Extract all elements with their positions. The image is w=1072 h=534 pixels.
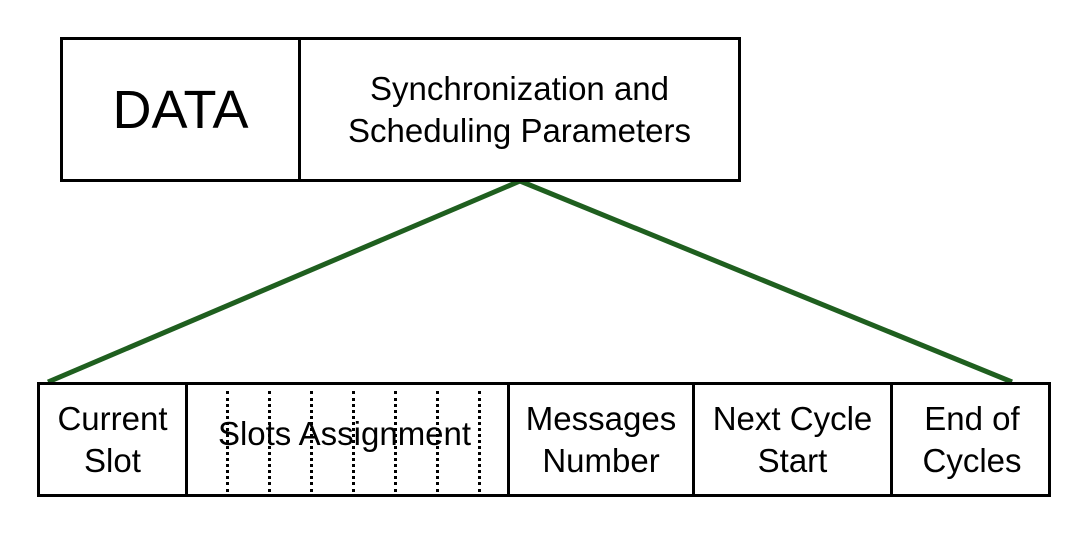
next-cycle-start-field: Next Cycle Start xyxy=(695,385,893,494)
connector-right-line xyxy=(519,178,1013,385)
messages-number-label-line2: Number xyxy=(542,441,660,479)
current-slot-label-line1: Current xyxy=(57,399,168,437)
sync-params-label-line2: Scheduling Parameters xyxy=(347,111,692,149)
next-cycle-start-label-line1: Next Cycle xyxy=(712,399,873,437)
next-cycle-start-label-line2: Start xyxy=(757,441,828,479)
slot-divider xyxy=(310,391,313,492)
messages-number-field: Messages Number xyxy=(510,385,695,494)
current-slot-field: Current Slot xyxy=(40,385,188,494)
sync-params-field-box: Synchronization and Scheduling Parameter… xyxy=(298,37,741,182)
slot-divider xyxy=(352,391,355,492)
end-of-cycles-label-line1: End of xyxy=(924,399,1020,437)
messages-number-label: Messages Number xyxy=(526,398,676,482)
end-of-cycles-label-line2: Cycles xyxy=(922,441,1022,479)
next-cycle-start-label: Next Cycle Start xyxy=(713,398,873,482)
current-slot-label: Current Slot xyxy=(57,398,167,482)
slot-divider xyxy=(268,391,271,492)
end-of-cycles-field: End of Cycles xyxy=(893,385,1051,494)
end-of-cycles-label: End of Cycles xyxy=(922,398,1021,482)
slot-divider xyxy=(436,391,439,492)
slot-divider xyxy=(226,391,229,492)
slots-assignment-label: Slots Assignment xyxy=(217,414,472,452)
slot-divider xyxy=(478,391,481,492)
parameters-breakdown-row: Current Slot Slots Assignment Messages N… xyxy=(37,382,1051,497)
sync-params-label-line1: Synchronization and xyxy=(369,69,670,107)
current-slot-label-line2: Slot xyxy=(84,441,141,479)
sync-params-label: Synchronization and Scheduling Parameter… xyxy=(348,68,691,152)
connector-left-line xyxy=(47,178,521,385)
data-field-label: DATA xyxy=(112,79,249,140)
data-field-box: DATA xyxy=(60,37,301,182)
slots-assignment-field: Slots Assignment xyxy=(188,385,510,494)
slot-divider xyxy=(394,391,397,492)
messages-number-label-line1: Messages xyxy=(525,399,677,437)
